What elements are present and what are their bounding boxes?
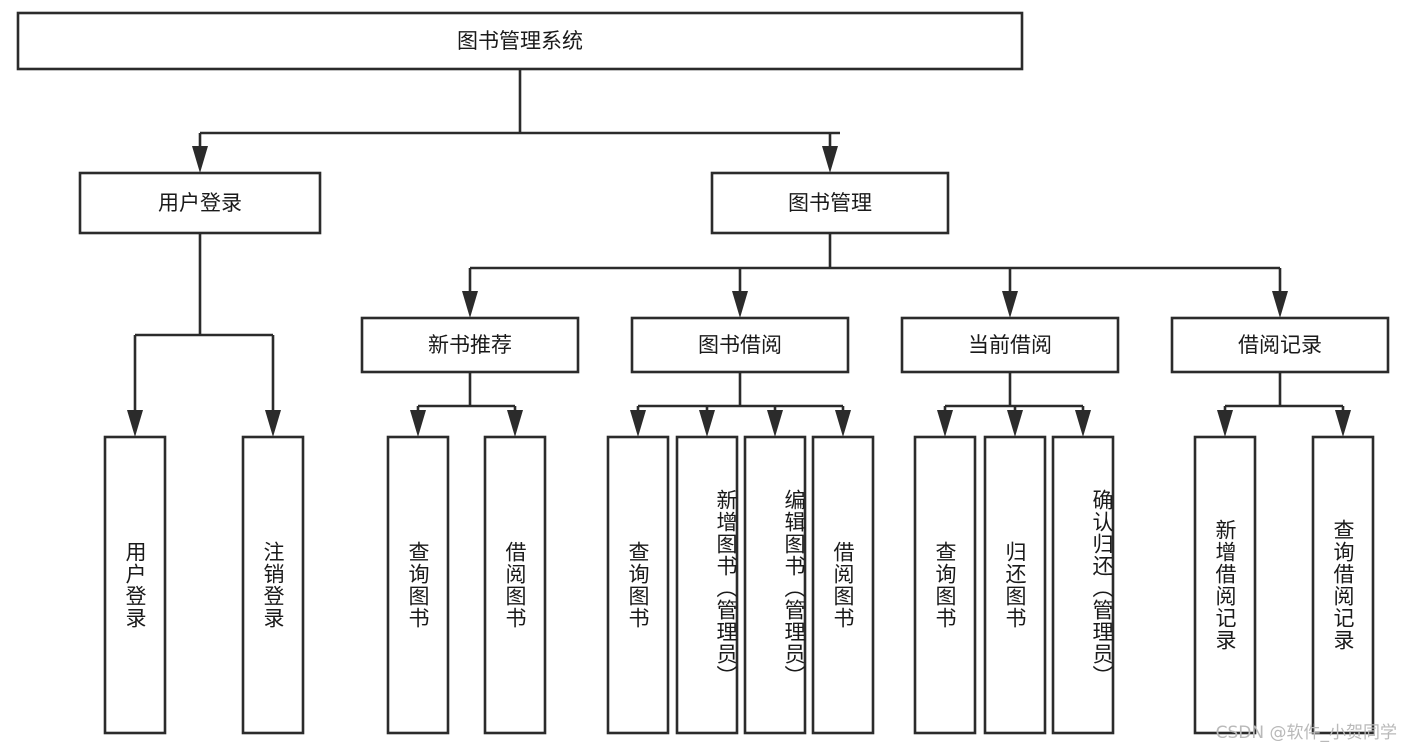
node-level2-current-borrow[interactable]: 当前借阅 bbox=[900, 316, 1120, 374]
leaf-box-logout[interactable] bbox=[241, 435, 305, 735]
arrow-head-icon bbox=[767, 410, 783, 437]
node-level2-current-borrow-label: 当前借阅 bbox=[968, 333, 1052, 357]
leaf-boxes bbox=[103, 435, 1375, 735]
arrow-head-icon bbox=[937, 410, 953, 437]
arrow-head-icon bbox=[732, 291, 748, 318]
node-level2-book-borrow[interactable]: 图书借阅 bbox=[630, 316, 850, 374]
leaf-box-edit-book-admin[interactable] bbox=[743, 435, 807, 735]
connector-borrow-record-to-leaves bbox=[1217, 372, 1351, 437]
node-level1-user-login-label: 用户登录 bbox=[158, 191, 242, 215]
node-level2-borrow-record[interactable]: 借阅记录 bbox=[1170, 316, 1390, 374]
node-level2-current-borrow-box bbox=[900, 316, 1120, 374]
arrow-head-icon bbox=[192, 146, 208, 173]
leaf-box-borrow-book-rec[interactable] bbox=[483, 435, 547, 735]
leaf-box-query-book-rec[interactable] bbox=[386, 435, 450, 735]
arrow-head-icon bbox=[1002, 291, 1018, 318]
connector-root-to-level1 bbox=[192, 69, 840, 173]
arrow-head-icon bbox=[822, 146, 838, 173]
leaf-box-confirm-return-admin[interactable] bbox=[1051, 435, 1115, 735]
node-level2-book-borrow-label: 图书借阅 bbox=[698, 333, 782, 357]
arrow-head-icon bbox=[1335, 410, 1351, 437]
arrow-head-icon bbox=[410, 410, 426, 437]
node-level1-user-login[interactable]: 用户登录 bbox=[78, 171, 322, 235]
node-level1-user-login-box bbox=[78, 171, 322, 235]
arrow-head-icon bbox=[1272, 291, 1288, 318]
arrow-head-icon bbox=[462, 291, 478, 318]
leaf-box-borrow-book[interactable] bbox=[811, 435, 875, 735]
node-level1-book-management[interactable]: 图书管理 bbox=[710, 171, 950, 235]
arrow-head-icon bbox=[507, 410, 523, 437]
leaf-box-add-borrow-record[interactable] bbox=[1193, 435, 1257, 735]
node-root[interactable]: 图书管理系统 bbox=[16, 11, 1024, 71]
arrow-head-icon bbox=[1217, 410, 1233, 437]
leaf-box-query-book-borrow[interactable] bbox=[606, 435, 670, 735]
leaf-box-query-book-current[interactable] bbox=[913, 435, 977, 735]
leaf-box-return-book[interactable] bbox=[983, 435, 1047, 735]
node-level1-book-management-label: 图书管理 bbox=[788, 191, 872, 215]
node-level2-borrow-record-label: 借阅记录 bbox=[1238, 333, 1322, 357]
connector-book-management-to-level2 bbox=[462, 233, 1288, 318]
arrow-head-icon bbox=[1075, 410, 1091, 437]
arrow-head-icon bbox=[127, 410, 143, 437]
leaf-box-user-login[interactable] bbox=[103, 435, 167, 735]
arrow-head-icon bbox=[1007, 410, 1023, 437]
connector-book-borrow-to-leaves bbox=[630, 372, 851, 437]
csdn-watermark: CSDN @软件_小贺同学 bbox=[1215, 723, 1397, 743]
leaf-box-query-borrow-record[interactable] bbox=[1311, 435, 1375, 735]
leaf-box-add-book-admin[interactable] bbox=[675, 435, 739, 735]
arrow-head-icon bbox=[630, 410, 646, 437]
connector-user-login-to-leaves bbox=[127, 233, 281, 437]
node-root-label: 图书管理系统 bbox=[457, 29, 583, 53]
node-root-box bbox=[16, 11, 1024, 71]
connector-new-book-recommend-to-leaves bbox=[410, 372, 523, 437]
node-level2-new-book-recommend-label: 新书推荐 bbox=[428, 333, 512, 357]
node-level2-new-book-recommend-box bbox=[360, 316, 580, 374]
node-level2-new-book-recommend[interactable]: 新书推荐 bbox=[360, 316, 580, 374]
arrow-head-icon bbox=[265, 410, 281, 437]
arrow-head-icon bbox=[699, 410, 715, 437]
connector-current-borrow-to-leaves bbox=[937, 372, 1091, 437]
arrow-head-icon bbox=[835, 410, 851, 437]
